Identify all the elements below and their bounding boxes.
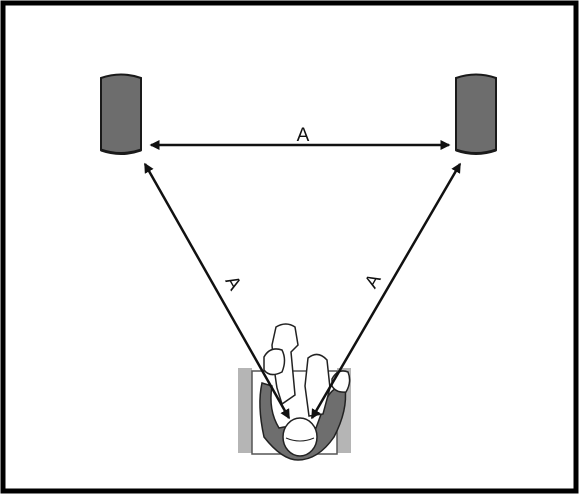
left-speaker-to-listener-arrow — [143, 162, 291, 420]
right-speaker — [455, 73, 497, 155]
left-speaker — [100, 73, 142, 155]
right-speaker-to-listener-arrow — [310, 162, 462, 420]
distance-label-top: A — [297, 125, 310, 146]
